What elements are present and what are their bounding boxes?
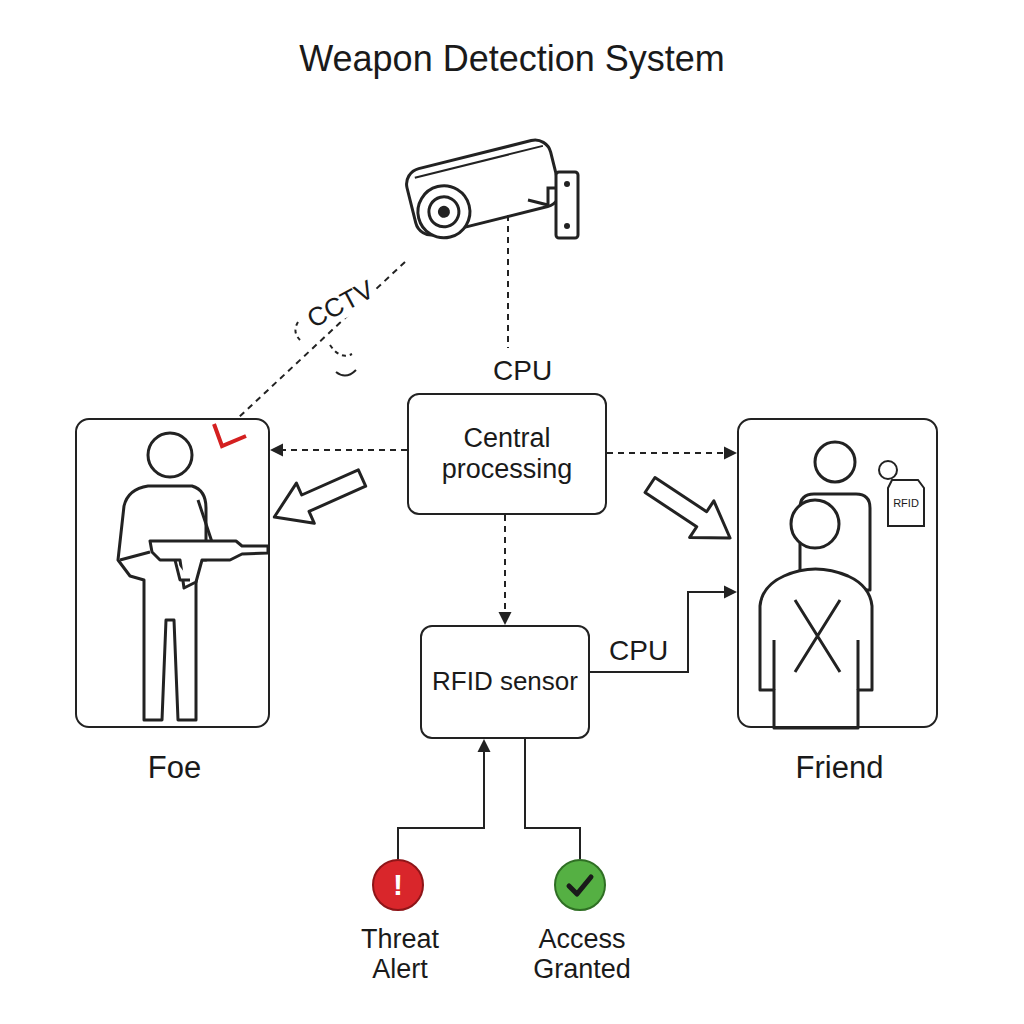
signal-wave	[295, 322, 300, 340]
block-arrow	[638, 467, 742, 557]
edge-label: CPU	[607, 636, 670, 667]
arrow-head	[478, 739, 491, 752]
arrow-head	[724, 586, 737, 599]
check-mark	[556, 861, 604, 909]
sensor-box: RFID sensor	[420, 625, 590, 739]
connector	[283, 449, 407, 451]
arrow-head	[499, 612, 512, 625]
connector	[590, 592, 724, 672]
rfid-tag	[879, 461, 924, 526]
diagram-title: Weapon Detection System	[0, 38, 1024, 80]
panel-caption: Friend	[719, 750, 960, 786]
process-box: Central processing	[407, 393, 607, 515]
arrow-head	[270, 444, 283, 457]
camera-line	[238, 262, 405, 418]
foe-panel: Foe	[75, 418, 270, 728]
block-arrow	[265, 458, 371, 537]
tag-label: RFID	[888, 497, 924, 509]
connector	[525, 739, 580, 859]
node-label: RFID sensor	[432, 667, 578, 697]
icon-caption: Access Granted	[517, 925, 647, 984]
node-label: Central processing	[419, 423, 595, 485]
armed-person	[118, 433, 268, 720]
granted-icon: Access Granted	[554, 859, 606, 911]
cctv-camera	[403, 137, 565, 245]
friend-panel: Friend	[737, 418, 938, 728]
target-mark	[214, 424, 246, 446]
signal-wave	[336, 370, 356, 376]
camera-mount	[556, 172, 578, 238]
connector	[398, 752, 484, 859]
signal-label: CCTV	[300, 274, 381, 335]
person-group	[760, 442, 872, 728]
icon-caption: Threat Alert	[335, 925, 465, 984]
camera-line	[507, 215, 509, 348]
unit-label: CPU	[490, 356, 555, 387]
check-stroke	[569, 877, 591, 894]
icon-glyph: !	[393, 870, 403, 900]
alert-icon: !Threat Alert	[372, 859, 424, 911]
connector	[607, 452, 724, 454]
connector	[504, 515, 506, 612]
panel-caption: Foe	[57, 750, 292, 786]
arrow-head	[724, 447, 737, 460]
signal-wave	[330, 345, 352, 356]
